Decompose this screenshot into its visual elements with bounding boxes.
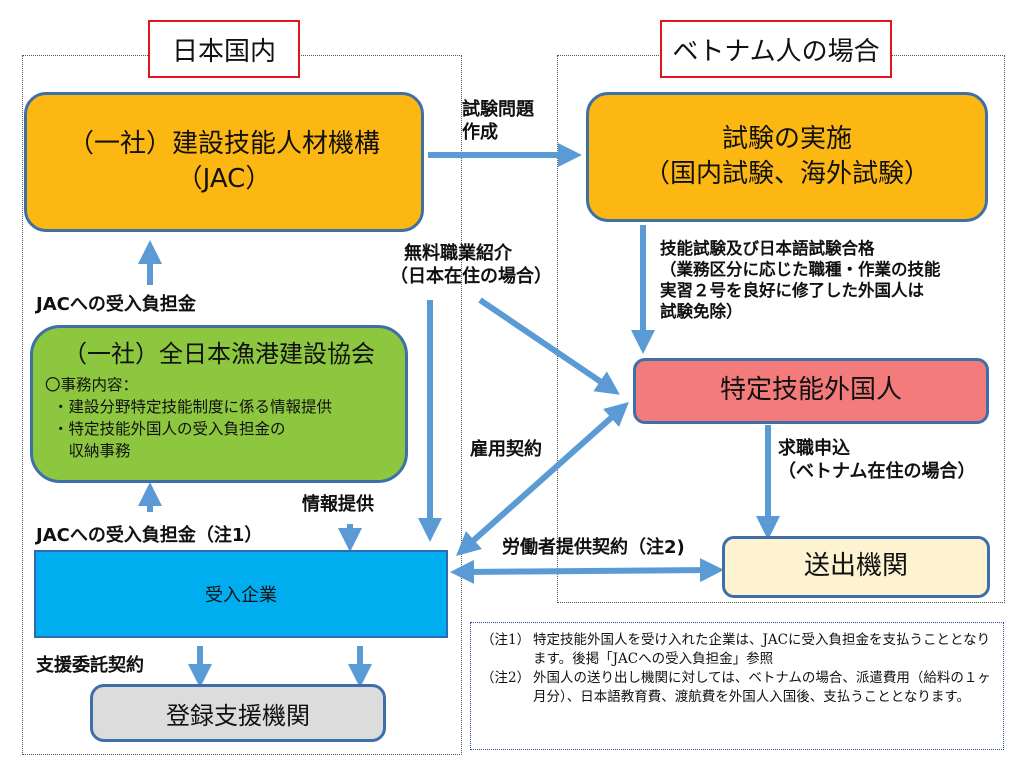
jac-abbr: （JAC） [176, 164, 272, 194]
registered-support-org-box: 登録支援機関 [90, 684, 386, 742]
specified-skilled-worker-label: 特定技能外国人 [719, 375, 902, 406]
vietnam-region-tag: ベトナム人の場合 [660, 20, 892, 78]
arrow-employment-contract [456, 402, 629, 556]
duty-item-fee: ・特定技能外国人の受入負担金の [53, 420, 286, 438]
specified-skilled-worker-box: 特定技能外国人 [633, 358, 989, 424]
label-support-contract: 支援委託契約 [36, 655, 144, 676]
label-exam-pass: 技能試験及び日本語試験合格 （業務区分に応じた職種・作業の技能 実習２号を良好に… [660, 238, 941, 322]
arrow-labor-contract [450, 558, 724, 584]
footnote-2: （注2） 外国人の送り出し機関に対しては、ベトナムの場合、派遣費用（給料の１ヶ月… [481, 669, 993, 707]
footnote-1-text: 特定技能外国人を受け入れた企業は、JACに受入負担金を支払うこととなります。後掲… [533, 632, 991, 668]
employer-box: 受入企業 [34, 550, 448, 638]
label-job-application: 求職申込 （ベトナム在住の場合） [778, 437, 975, 483]
duty-heading: 〇事務内容： [45, 376, 139, 394]
footnote-1: （注1） 特定技能外国人を受け入れた企業は、JACに受入負担金を支払うこととなり… [481, 631, 993, 669]
label-exam-pass-1: 技能試験及び日本語試験合格 [660, 239, 875, 258]
label-labor-contract: 労働者提供契約（注2) [502, 537, 685, 558]
registered-support-org-label: 登録支援機関 [166, 701, 310, 730]
footnote-1-tag: （注1） [481, 632, 531, 648]
fisheries-association-name: （一社）全日本漁港建設協会 [63, 340, 375, 368]
employer-label: 受入企業 [205, 585, 277, 606]
exam-types: （国内試験、海外試験） [643, 159, 930, 189]
label-jac-fee-note1: JACへの受入負担金（注1） [36, 525, 263, 546]
exam-title: 試験の実施 [721, 123, 852, 154]
arrow-placement-to-worker [478, 297, 620, 395]
duty-item-fee-cont: 収納事務 [53, 442, 131, 460]
exam-box: 試験の実施 （国内試験、海外試験） [586, 92, 988, 222]
footnote-2-text: 外国人の送り出し機関に対しては、ベトナムの場合、派遣費用（給料の１ヶ月分）、日本… [533, 670, 991, 706]
label-jac-fee: JACへの受入負担金 [36, 294, 196, 315]
label-exam-questions: 試験問題 作成 [462, 98, 534, 144]
label-exam-pass-3: 実習２号を良好に修了した外国人は [660, 281, 924, 301]
label-exam-questions-2: 作成 [462, 122, 498, 144]
label-job-application-2: （ベトナム在住の場合） [778, 461, 976, 483]
sending-organization-box: 送出機関 [722, 536, 990, 598]
label-exam-pass-2: （業務区分に応じた職種・作業の技能 [660, 260, 941, 280]
jac-box: （一社）建設技能人材機構 （JAC） [24, 92, 424, 232]
label-free-placement-2: （日本在住の場合） [390, 266, 552, 288]
jac-name: （一社）建設技能人材機構 [67, 128, 380, 159]
duty-item-info: ・建設分野特定技能制度に係る情報提供 [53, 398, 333, 416]
label-exam-questions-1: 試験問題 [462, 99, 534, 120]
sending-organization-label: 送出機関 [803, 551, 908, 582]
label-exam-pass-4: 試験免除） [660, 302, 743, 322]
label-info-provision: 情報提供 [302, 494, 374, 515]
footnotes-box: （注1） 特定技能外国人を受け入れた企業は、JACに受入負担金を支払うこととなり… [470, 622, 1004, 750]
label-free-placement: 無料職業紹介 （日本在住の場合） [390, 242, 552, 288]
label-employment-contract: 雇用契約 [470, 439, 542, 460]
fisheries-association-box: （一社）全日本漁港建設協会 〇事務内容： ・建設分野特定技能制度に係る情報提供 … [30, 325, 408, 483]
footnote-2-tag: （注2） [481, 670, 531, 687]
japan-region-tag: 日本国内 [148, 20, 300, 78]
label-free-placement-1: 無料職業紹介 [404, 243, 512, 264]
label-job-application-1: 求職申込 [778, 438, 850, 459]
